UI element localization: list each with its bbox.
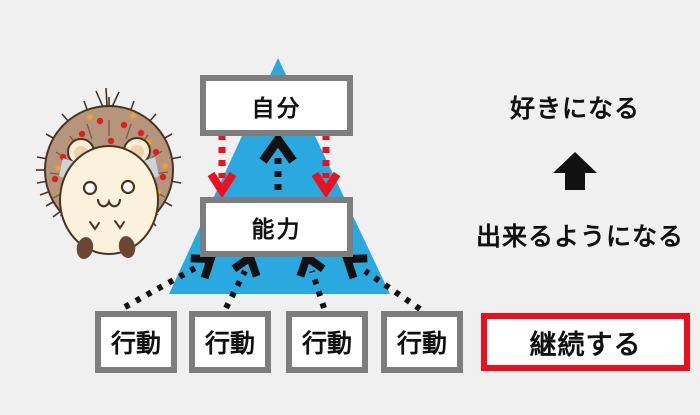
action-arrowheads (190, 251, 368, 280)
hedgehog-illustration (36, 87, 182, 259)
hedgehog-foot-left-front (76, 237, 94, 259)
hedgehog-mouth (96, 198, 122, 208)
pyramid-box-action-2: 行動 (189, 311, 271, 373)
pyramid-box-action-1: 行動 (95, 311, 177, 373)
hedgehog-ears (67, 137, 151, 166)
pyramid-box-action-4: 行動 (381, 311, 463, 373)
up-arrow-icon (553, 152, 597, 190)
pyramid-box-action-3: 行動 (286, 311, 368, 373)
pyramid-box-self: 自分 (200, 75, 353, 136)
red-arrowhead-right (311, 171, 341, 199)
pyramid-box-ability: 能力 (200, 197, 353, 257)
hedgehog-paws (89, 220, 125, 231)
hedgehog-antenna-hairs (95, 87, 120, 108)
label-become-able: 出来るようになる (475, 223, 684, 251)
dotted-arrow-action-1 (123, 264, 199, 310)
hedgehog-eye-right (120, 179, 136, 195)
hedgehog-eye-left (82, 180, 98, 196)
red-arrowhead-left (207, 171, 237, 199)
black-dotted-up-arrows-actions (123, 264, 422, 312)
continue-highlight-box: 継続する (481, 313, 690, 371)
label-come-to-like: 好きになる (509, 95, 640, 123)
hedgehog-foot-right-front (118, 236, 136, 258)
red-dotted-down-arrows (207, 134, 341, 199)
